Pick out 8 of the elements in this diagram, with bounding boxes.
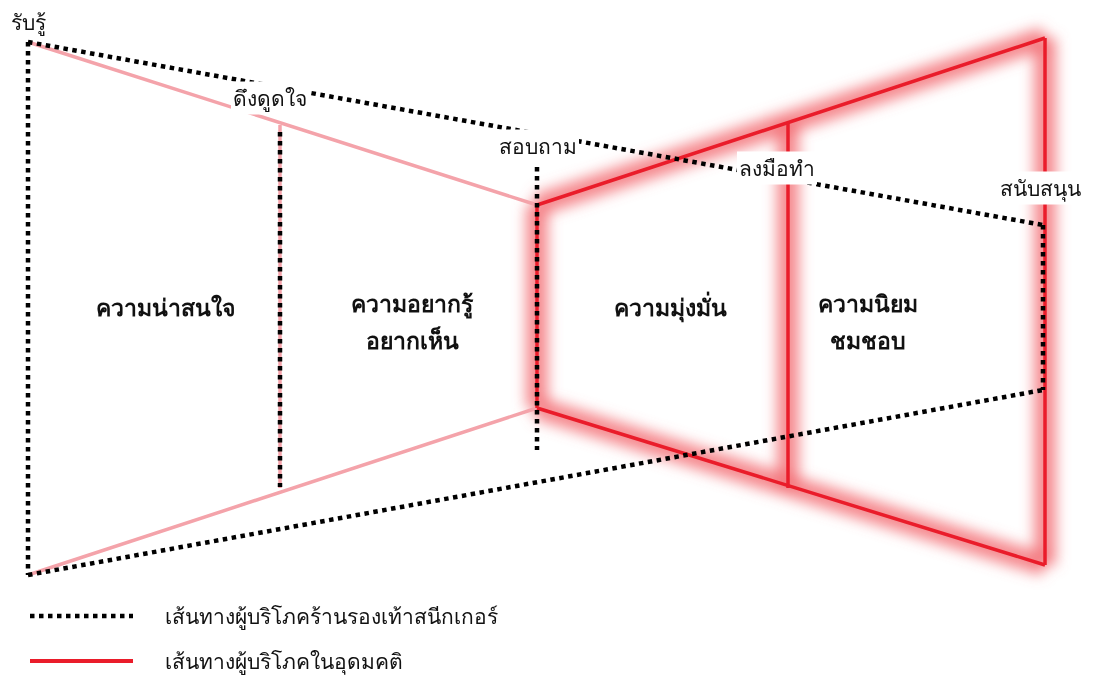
stage-text: ความน่าสนใจ xyxy=(65,289,265,327)
stage-label: ดึงดูดใจ xyxy=(231,81,309,115)
stage-text: ความนิยมชมชอบ xyxy=(808,286,928,360)
legend-text: เส้นทางผู้บริโภคร้านรองเท้าสนีกเกอร์ xyxy=(165,604,498,632)
stage-text: ความอยากรู้อยากเห็น xyxy=(337,286,487,360)
stage-text: ความมุ่งมั่น xyxy=(570,289,770,327)
stage-label: ลงมือทำ xyxy=(737,151,817,185)
legend-text: เส้นทางผู้บริโภคในอุดมคติ xyxy=(165,649,403,677)
